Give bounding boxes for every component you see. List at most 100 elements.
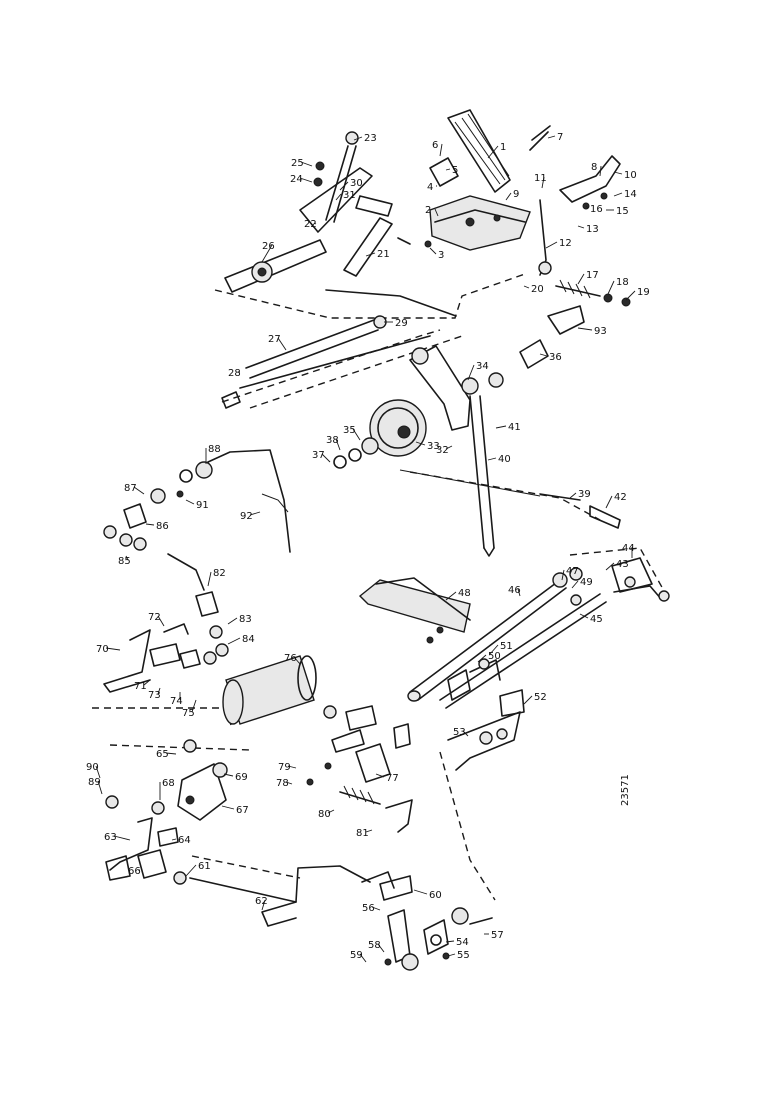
callout-71: 71 xyxy=(134,681,147,692)
callout-87: 87 xyxy=(124,483,137,494)
callout-leader-65 xyxy=(165,752,177,755)
callout-leader-50 xyxy=(477,654,487,663)
callout-10: 10 xyxy=(624,170,637,181)
callout-2: 2 xyxy=(425,205,431,216)
callout-leader-78 xyxy=(285,781,293,785)
callout-15: 15 xyxy=(616,206,629,217)
callout-88: 88 xyxy=(208,444,221,455)
callout-leader-21 xyxy=(365,252,376,257)
callout-leader-86 xyxy=(145,523,155,526)
callout-54: 54 xyxy=(456,937,469,948)
callout-leader-56 xyxy=(371,906,381,911)
callout-leader-61 xyxy=(185,864,197,877)
callout-59: 59 xyxy=(350,950,363,961)
callout-leader-32 xyxy=(445,445,453,450)
callout-51: 51 xyxy=(500,641,513,652)
callout-27: 27 xyxy=(268,334,281,345)
callout-19: 19 xyxy=(637,287,650,298)
callout-leader-23 xyxy=(353,136,363,141)
callout-76: 76 xyxy=(284,653,297,664)
callout-leader-79 xyxy=(287,765,297,769)
callout-77: 77 xyxy=(386,773,399,784)
callout-70: 70 xyxy=(96,644,109,655)
callout-labels: 1234567891011121314151617181920212223242… xyxy=(86,132,650,963)
cable-and-ball-joints xyxy=(103,449,291,657)
callout-80: 80 xyxy=(318,809,331,820)
callout-81: 81 xyxy=(356,828,369,839)
callout-leader-69 xyxy=(223,773,234,777)
callout-leader-80 xyxy=(327,809,335,814)
callout-79: 79 xyxy=(278,762,291,773)
callout-12: 12 xyxy=(559,238,572,249)
callout-leader-87 xyxy=(133,486,145,495)
callout-28: 28 xyxy=(228,368,241,379)
callout-57: 57 xyxy=(491,930,504,941)
right-rod-assembly xyxy=(358,557,670,771)
callout-31: 31 xyxy=(343,190,356,201)
callout-84: 84 xyxy=(242,634,255,645)
callout-85: 85 xyxy=(118,556,131,567)
callout-6: 6 xyxy=(432,140,438,151)
callout-leader-81 xyxy=(365,829,373,833)
callout-50: 50 xyxy=(488,651,501,662)
callout-78: 78 xyxy=(276,778,289,789)
assembly-guide-lines xyxy=(92,273,669,901)
callout-leader-30 xyxy=(339,181,349,191)
callout-leader-45 xyxy=(579,613,589,619)
callout-leader-3 xyxy=(429,247,437,255)
callout-leader-38 xyxy=(335,438,341,451)
callout-leader-25 xyxy=(300,161,313,167)
callout-leader-11 xyxy=(541,176,545,189)
callout-leader-40 xyxy=(487,457,497,461)
callout-33: 33 xyxy=(427,441,440,452)
callout-61: 61 xyxy=(198,861,211,872)
callout-90: 90 xyxy=(86,762,99,773)
callout-leader-62 xyxy=(261,899,266,911)
callout-60: 60 xyxy=(429,890,442,901)
callout-55: 55 xyxy=(457,950,470,961)
callout-52: 52 xyxy=(534,692,547,703)
callout-69: 69 xyxy=(235,772,248,783)
callout-leader-49 xyxy=(571,580,579,589)
callout-leader-19 xyxy=(625,290,636,301)
lower-right-assembly xyxy=(361,871,493,971)
callout-leader-53 xyxy=(462,730,469,737)
callout-39: 39 xyxy=(578,489,591,500)
callout-leader-72 xyxy=(157,615,165,627)
callout-46: 46 xyxy=(508,585,521,596)
callout-22: 22 xyxy=(304,219,317,230)
callout-18: 18 xyxy=(616,277,629,288)
callout-26: 26 xyxy=(262,241,275,252)
callout-56: 56 xyxy=(362,903,375,914)
callout-leader-55 xyxy=(447,953,456,957)
callout-leader-35 xyxy=(352,428,361,441)
callout-92: 92 xyxy=(240,511,253,522)
callout-leader-12 xyxy=(545,241,558,249)
callout-66: 66 xyxy=(128,866,141,877)
callout-30: 30 xyxy=(350,178,363,189)
callout-74: 74 xyxy=(170,696,183,707)
callout-leader-43 xyxy=(605,562,615,571)
callout-leader-18 xyxy=(607,280,615,295)
callout-leader-75 xyxy=(191,699,197,713)
callout-leader-48 xyxy=(445,591,457,601)
callout-leader-51 xyxy=(489,644,499,655)
callout-72: 72 xyxy=(148,612,161,623)
callout-41: 41 xyxy=(508,422,521,433)
accelerator-pedal-group xyxy=(429,109,631,307)
callout-leader-83 xyxy=(227,617,238,625)
callout-leader-8 xyxy=(599,165,602,177)
callout-17: 17 xyxy=(586,270,599,281)
callout-49: 49 xyxy=(580,577,593,588)
callout-leader-9 xyxy=(505,192,512,201)
callout-leader-39 xyxy=(569,492,577,499)
callout-leader-22 xyxy=(313,222,317,225)
callout-leader-67 xyxy=(221,805,235,810)
callout-64: 64 xyxy=(178,835,191,846)
callout-leader-89 xyxy=(97,780,103,795)
callout-leader-14 xyxy=(613,192,623,197)
callout-42: 42 xyxy=(614,492,627,503)
callout-1: 1 xyxy=(500,142,506,153)
callout-9: 9 xyxy=(513,189,519,200)
callout-29: 29 xyxy=(395,318,408,329)
